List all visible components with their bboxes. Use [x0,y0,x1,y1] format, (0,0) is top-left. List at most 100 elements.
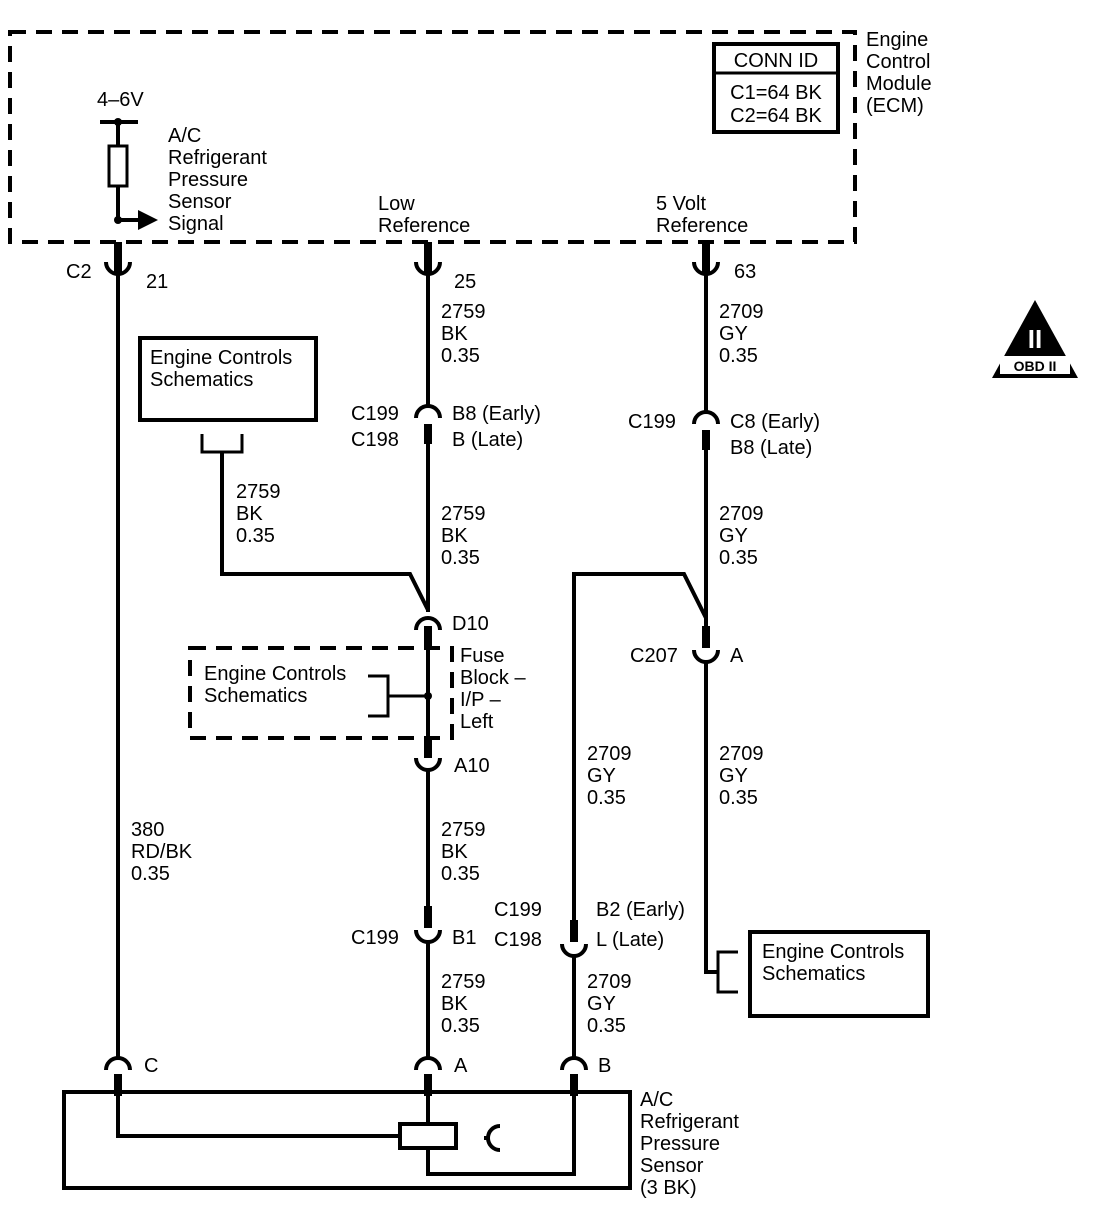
wire-2709-gy-right [704,660,718,974]
engine-controls-line: Schematics [762,963,865,985]
wire-label-line: 2709 [719,503,764,525]
obd-badge-label: OBD II [1014,358,1057,374]
connector-label: C199 [351,403,399,425]
engine-controls-line: Schematics [150,369,253,391]
wire-label-line: 2759 [236,481,281,503]
fuse-block-connector: D10 A10 [414,613,490,777]
splice-bracket-icon [368,674,390,718]
wire-label-line: BK [441,525,468,547]
pin-label: B2 (Early) [596,899,685,921]
wire-label-line: 0.35 [587,787,626,809]
sensor-signal-line: Refrigerant [168,147,267,169]
sensor-signal-line: Sensor [168,191,232,213]
five-volt-line: Reference [656,215,748,237]
sensor-label-line: A/C [640,1089,673,1111]
ecm-box [8,30,857,244]
conn-id-title: CONN ID [734,50,818,72]
fuse-block-line: Left [460,711,494,733]
wire-label-line: 2709 [719,301,764,323]
low-reference-label: Low Reference [378,193,470,237]
splice-bracket-icon [716,950,738,994]
connector-c207: C207 A [630,626,744,667]
fuse-block-line: Fuse [460,645,504,667]
pin-label: B8 (Late) [730,437,812,459]
engine-controls-box-dashed[interactable]: Engine Controls Schematics [188,646,454,740]
ecm-name-line: (ECM) [866,95,924,117]
wire-2709-bottom-label: 2709 GY 0.35 [587,971,632,1037]
sensor-label-line: Refrigerant [640,1111,739,1133]
ecm-name-line: Engine [866,29,928,51]
wire-label-line: BK [236,503,263,525]
wire-label-line: BK [441,841,468,863]
sensor-internal-circuit [116,1096,576,1176]
engine-controls-line: Engine Controls [762,941,904,963]
sensor-signal-line: Pressure [168,169,248,191]
wire-label-line: 2709 [587,971,632,993]
connector-label: C199 [351,927,399,949]
obd-roman-label: II [1028,324,1042,354]
engine-controls-line: Engine Controls [150,347,292,369]
wire-2759-low-label: 2759 BK 0.35 [441,819,486,885]
wire-2759-branch [220,452,430,611]
wire-2709-right-label: 2709 GY 0.35 [719,743,764,809]
wire-2709-top-label: 2709 GY 0.35 [719,301,764,367]
wire-label-line: GY [719,765,748,787]
pin-b-label: B [598,1055,611,1077]
wire-label-line: 0.35 [587,1015,626,1037]
wire-label-line: 2759 [441,819,486,841]
wire-label-line: 380 [131,819,164,841]
pin-a-label: A [454,1055,468,1077]
connector-label: C198 [351,429,399,451]
wire-label-line: GY [719,323,748,345]
pin-a-label: A [730,645,744,667]
connector-c2-label: C2 [66,261,92,283]
signal-arrow-icon [138,210,158,230]
conn-id-line: C1=64 BK [730,82,822,104]
pressure-port-icon [484,1124,501,1152]
ecm-name-line: Module [866,73,932,95]
wire-label-line: 0.35 [441,1015,480,1037]
pin-label: C8 (Early) [730,411,820,433]
connector-c199-gy-left: C199 C198 B2 (Early) L (Late) [494,899,685,958]
pin-a10-label: A10 [454,755,490,777]
wire-label-line: BK [441,993,468,1015]
wire-label-line: 0.35 [719,787,758,809]
five-volt-reference-label: 5 Volt Reference [656,193,748,237]
engine-controls-box-top[interactable]: Engine Controls Schematics [138,336,318,422]
wire-label-line: 0.35 [131,863,170,885]
wire-label-line: GY [587,765,616,787]
ecm-name: Engine Control Module (ECM) [866,29,932,117]
resistor-symbol [107,144,129,188]
wire-2709-left-label: 2709 GY 0.35 [587,743,632,809]
wire-label-line: 2759 [441,301,486,323]
wire-label-line: RD/BK [131,841,193,863]
connector-c199-b1: C199 B1 [351,906,476,949]
wire-2759-top-label: 2759 BK 0.35 [441,301,486,367]
sensor-label: A/C Refrigerant Pressure Sensor (3 BK) [640,1089,739,1199]
wire-label-line: 2759 [441,503,486,525]
pin-c-label: C [144,1055,158,1077]
obd-ii-badge: II OBD II [992,300,1078,378]
five-volt-line: 5 Volt [656,193,706,215]
wire-label-line: BK [441,323,468,345]
wire-label-line: 0.35 [441,547,480,569]
wire-label-line: 0.35 [441,345,480,367]
sensor-connector: C A B [104,1055,611,1096]
engine-controls-box-right[interactable]: Engine Controls Schematics [748,930,930,1018]
wire-2759-mid-label: 2759 BK 0.35 [441,503,486,569]
splice-bracket-icon [200,434,244,454]
wire-2709-mid-label: 2709 GY 0.35 [719,503,764,569]
sensor-label-line: Pressure [640,1133,720,1155]
wire-label-line: 2709 [719,743,764,765]
connector-c199-gy: C199 C8 (Early) B8 (Late) [628,410,820,459]
pin-b1-label: B1 [452,927,476,949]
pin-label: B (Late) [452,429,523,451]
wire-label-line: 0.35 [236,525,275,547]
wire-label-line: 0.35 [441,863,480,885]
low-reference-line: Low [378,193,415,215]
supply-voltage-label: 4–6V [97,89,144,111]
wire-2759-bottom-label: 2759 BK 0.35 [441,971,486,1037]
sensor-box [62,1090,632,1190]
pin-21-label: 21 [146,271,168,293]
